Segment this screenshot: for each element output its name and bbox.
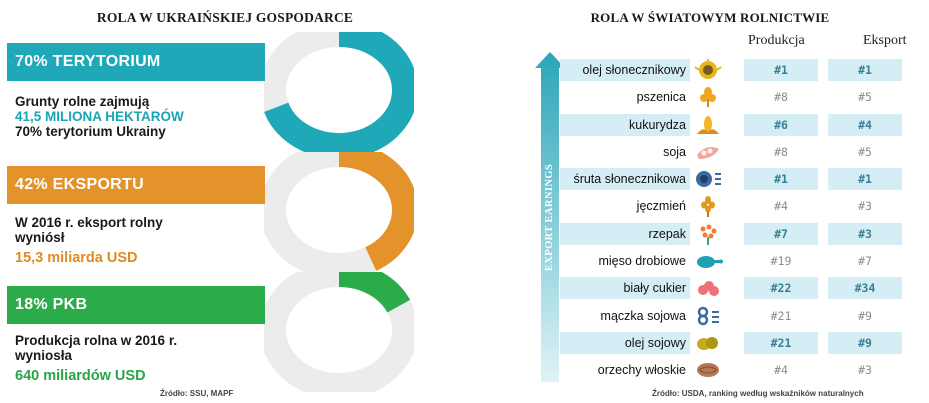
gdp-text: Produkcja rolna w 2016 r. wyniosła 640 m… <box>15 333 177 384</box>
sunflower-oil-icon <box>693 59 729 81</box>
export-rank: #1 <box>828 168 902 191</box>
export-donut <box>264 152 414 272</box>
production-column-header: Produkcja <box>748 33 805 48</box>
production-rank: #4 <box>774 363 788 378</box>
production-rank: #21 <box>744 331 818 354</box>
export-rank: #3 <box>858 363 872 378</box>
export-donut-arc <box>338 152 414 271</box>
corn-icon <box>693 114 729 136</box>
export-rank: #3 <box>858 199 872 214</box>
table-row: soja #8 #5 <box>560 139 917 166</box>
wheat-icon <box>693 86 729 108</box>
export-line-1: W 2016 r. eksport rolny <box>15 215 163 230</box>
product-name: śruta słonecznikowa <box>560 168 690 191</box>
export-rank: #1 <box>828 59 902 81</box>
export-text: W 2016 r. eksport rolny wyniósł 15,3 mil… <box>15 215 163 266</box>
export-rank: #5 <box>858 90 872 105</box>
export-column-header: Eksport <box>863 33 907 48</box>
export-earnings-arrow <box>535 52 565 382</box>
table-row: biały cukier #22 #34 <box>560 275 917 302</box>
barley-icon <box>693 195 729 218</box>
walnut-icon <box>693 359 729 381</box>
table-row: olej słonecznikowy #1 #1 <box>560 57 917 84</box>
product-name: olej słonecznikowy <box>560 59 690 81</box>
table-row: mięso drobiowe #19 #7 <box>560 248 917 275</box>
product-name: pszenica <box>636 90 686 105</box>
product-name: mączka sojowa <box>600 308 686 323</box>
export-band: 42% EKSPORTU <box>7 166 265 204</box>
soybean-oil-icon <box>693 332 729 354</box>
gdp-donut-arc <box>338 272 411 313</box>
sugar-icon <box>693 277 729 299</box>
territory-line-1: Grunty rolne zajmują <box>15 94 150 109</box>
table-row: jęczmień #4 #3 <box>560 193 917 220</box>
production-rank: #8 <box>774 90 788 105</box>
production-rank: #6 <box>744 113 818 136</box>
production-rank: #22 <box>744 277 818 300</box>
product-name: soja <box>663 144 686 159</box>
sunflower-meal-icon <box>693 168 729 190</box>
export-highlight: 15,3 miliarda USD <box>15 250 138 266</box>
production-rank: #4 <box>774 199 788 214</box>
export-rank: #7 <box>858 254 872 269</box>
export-rank: #3 <box>828 222 902 245</box>
production-rank: #1 <box>744 168 818 191</box>
territory-line-3: 70% terytorium Ukrainy <box>15 124 166 139</box>
gdp-donut <box>264 272 414 392</box>
economy-source: Źródło: SSU, MAPF <box>160 389 234 398</box>
export-band-label: 42% EKSPORTU <box>15 176 144 193</box>
gdp-highlight: 640 miliardów USD <box>15 368 146 384</box>
table-row: kukurydza #6 #4 <box>560 112 917 139</box>
territory-highlight: 41,5 MILIONA HEKTARÓW <box>15 109 184 124</box>
economy-title: ROLA W UKRAIŃSKIEJ GOSPODARCE <box>96 10 354 25</box>
production-rank: #21 <box>770 308 792 323</box>
table-row: orzechy włoskie #4 #3 <box>560 357 917 384</box>
gdp-band-label: 18% PKB <box>15 296 88 313</box>
export-rank: #9 <box>858 308 872 323</box>
product-name: olej sojowy <box>560 331 690 354</box>
export-rank: #5 <box>858 144 872 159</box>
economy-panel: ROLA W UKRAIŃSKIEJ GOSPODARCE 70% TERYTO… <box>0 0 430 403</box>
world-source: Źródło: USDA, ranking według wskaźników … <box>652 389 864 398</box>
product-name: biały cukier <box>560 277 690 300</box>
product-name: kukurydza <box>560 113 690 136</box>
product-name: rzepak <box>560 222 690 245</box>
export-line-2: wyniósł <box>15 230 65 245</box>
export-rank: #4 <box>828 113 902 136</box>
gdp-line-2: wyniosła <box>15 348 73 363</box>
product-name: jęczmień <box>636 199 686 214</box>
table-row: mączka sojowa #21 #9 <box>560 303 917 330</box>
table-row: śruta słonecznikowa #1 #1 <box>560 166 917 193</box>
poultry-icon <box>693 250 729 272</box>
territory-text: Grunty rolne zajmują 41,5 MILIONA HEKTAR… <box>15 94 184 139</box>
territory-donut-arc <box>264 32 414 152</box>
table-row: olej sojowy #21 #9 <box>560 330 917 357</box>
world-agriculture-panel: ROLA W ŚWIATOWYM ROLNICTWIE Produkcja Ek… <box>430 0 929 403</box>
table-row: pszenica #8 #5 <box>560 84 917 111</box>
soybean-icon <box>693 141 729 163</box>
product-name: orzechy włoskie <box>597 363 686 378</box>
production-rank: #7 <box>744 222 818 245</box>
territory-band-label: 70% TERYTORIUM <box>15 53 161 70</box>
rapeseed-icon <box>693 223 729 245</box>
production-rank: #8 <box>774 144 788 159</box>
world-title: ROLA W ŚWIATOWYM ROLNICTWIE <box>590 10 830 25</box>
export-rank: #34 <box>828 277 902 300</box>
territory-donut <box>264 32 414 152</box>
soybean-meal-icon <box>693 305 729 327</box>
production-rank: #1 <box>744 59 818 81</box>
gdp-line-1: Produkcja rolna w 2016 r. <box>15 333 178 348</box>
product-name: mięso drobiowe <box>598 254 686 269</box>
export-rank: #9 <box>828 331 902 354</box>
production-rank: #19 <box>770 254 792 269</box>
ranking-table: olej słonecznikowy #1 #1 pszenica #8 #5 kukury… <box>560 57 917 385</box>
territory-band: 70% TERYTORIUM <box>7 43 265 81</box>
gdp-band: 18% PKB <box>7 286 265 324</box>
table-row: rzepak #7 #3 <box>560 221 917 248</box>
